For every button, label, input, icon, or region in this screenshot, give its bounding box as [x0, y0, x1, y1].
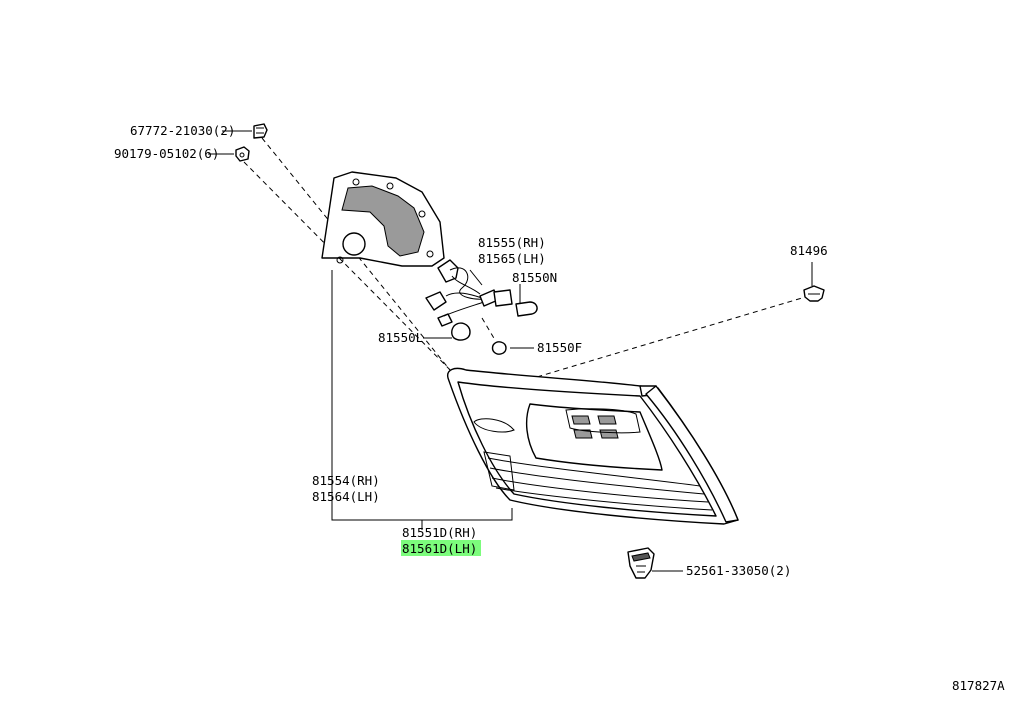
assembly-dashed-lines [243, 137, 803, 389]
label-81550N[interactable]: 81550N [512, 270, 557, 285]
bulb-icon [451, 322, 471, 341]
label-81550F[interactable]: 81550F [537, 340, 582, 355]
screw-icon [253, 123, 268, 139]
gasket-icon [321, 171, 445, 267]
label-81565[interactable]: 81565(LH) [478, 251, 546, 266]
nut-icon [235, 146, 250, 162]
socket-wire-icon [425, 259, 513, 327]
retainer-bracket-icon [627, 547, 655, 579]
label-90179[interactable]: 90179-05102(6) [114, 146, 219, 161]
label-81561D[interactable]: 81561D(LH) [402, 541, 477, 556]
label-81550L[interactable]: 81550L [378, 330, 423, 345]
label-52561[interactable]: 52561-33050(2) [686, 563, 791, 578]
bulb-icon [515, 301, 538, 317]
label-81555[interactable]: 81555(RH) [478, 235, 546, 250]
diagram-id: 817827A [952, 678, 1005, 693]
bulb-icon [491, 341, 507, 355]
tail-lamp-icon [447, 367, 739, 525]
label-81496[interactable]: 81496 [790, 243, 828, 258]
label-81551D[interactable]: 81551D(RH) [402, 525, 477, 540]
selected-part-highlight [401, 540, 481, 556]
leader-lines [208, 130, 813, 572]
label-81554[interactable]: 81554(RH) [312, 473, 380, 488]
label-67772[interactable]: 67772-21030(2) [130, 123, 235, 138]
label-81564[interactable]: 81564(LH) [312, 489, 380, 504]
clip-icon [803, 285, 825, 302]
